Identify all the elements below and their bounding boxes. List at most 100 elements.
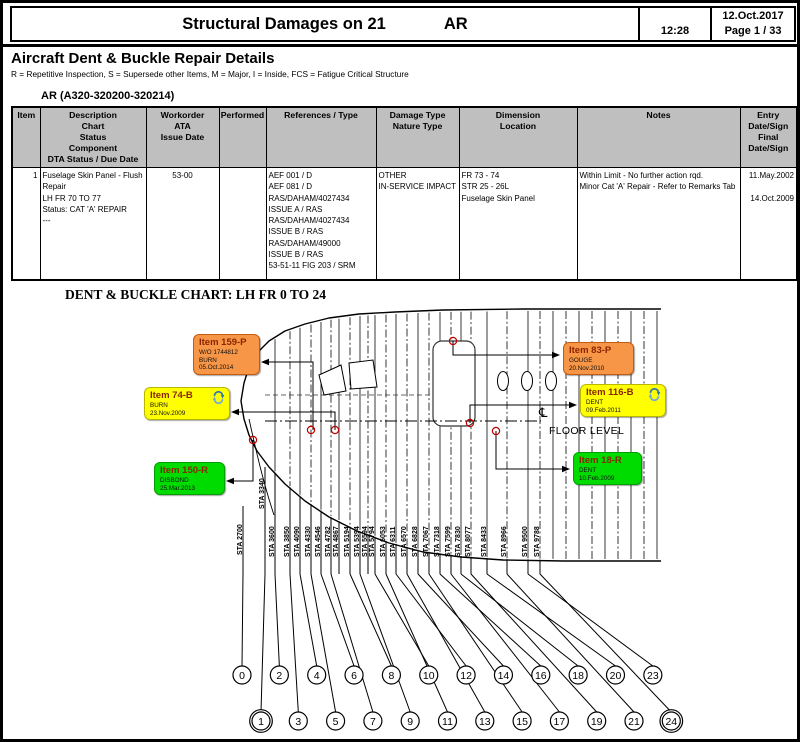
svg-text:14: 14 — [498, 670, 510, 682]
print-time: 12:28 — [660, 25, 690, 37]
svg-text:STA 7067: STA 7067 — [423, 526, 430, 557]
svg-text:STA 9788: STA 9788 — [534, 526, 541, 557]
svg-text:STA 6311: STA 6311 — [390, 527, 397, 557]
column-header-performed: Performed — [218, 106, 267, 168]
svg-text:STA 4546: STA 4546 — [315, 526, 322, 557]
fuselage-details — [318, 340, 557, 427]
cell-entry-dates: 11.May.2002 14.Oct.2009 — [739, 167, 797, 280]
item-label: Item 159-P — [199, 337, 247, 348]
svg-text:STA 3600: STA 3600 — [269, 526, 276, 557]
svg-text:STA 4090: STA 4090 — [294, 526, 301, 557]
fuselage-outline — [240, 308, 661, 562]
svg-text:STA 9500: STA 9500 — [522, 526, 529, 557]
item-label: Item 116-B — [586, 387, 634, 398]
svg-text:FLOOR LEVEL: FLOOR LEVEL — [549, 425, 624, 437]
svg-text:STA 6828: STA 6828 — [412, 526, 419, 557]
svg-text:15: 15 — [516, 716, 528, 728]
svg-text:24: 24 — [665, 716, 677, 728]
svg-text:0: 0 — [239, 670, 245, 682]
svg-text:10: 10 — [423, 670, 435, 682]
svg-text:23: 23 — [647, 670, 659, 682]
svg-text:STA 5394: STA 5394 — [354, 526, 361, 557]
cell-workorder: 53-00 — [145, 167, 220, 280]
svg-text:8: 8 — [388, 670, 394, 682]
refresh-icon[interactable] — [648, 387, 661, 402]
chart-title: DENT & BUCKLE CHART: LH FR 0 TO 24 — [65, 287, 327, 302]
refresh-icon[interactable] — [212, 390, 225, 405]
report-header: Structural Damages on 21 AR 12:28 12.Oct… — [10, 6, 796, 42]
aircraft-id: AR (A320-320200-320214) — [41, 90, 175, 102]
column-header-item: Item — [11, 106, 41, 168]
svg-text:℄: ℄ — [538, 406, 548, 421]
svg-text:2: 2 — [276, 670, 282, 682]
svg-text:19: 19 — [591, 716, 603, 728]
report-title-registration: AR — [443, 14, 468, 33]
cell-item-number: 1 — [11, 167, 41, 280]
svg-text:16: 16 — [535, 670, 547, 682]
svg-text:13: 13 — [479, 716, 491, 728]
report-title: Structural Damages on 21 — [182, 14, 386, 33]
cell-performed — [218, 167, 267, 280]
column-header-notes: Notes — [576, 106, 741, 168]
item-label: Item 83-P — [569, 345, 612, 356]
svg-text:7: 7 — [370, 716, 376, 728]
page-indicator: Page 1 / 33 — [724, 25, 782, 37]
header-time-cell: 12:28 — [638, 8, 710, 40]
svg-text:12: 12 — [460, 670, 472, 682]
svg-text:STA 5594: STA 5594 — [362, 526, 369, 557]
svg-text:STA 7599: STA 7599 — [445, 526, 452, 557]
svg-text:STA 8433: STA 8433 — [481, 526, 488, 557]
svg-text:5: 5 — [333, 716, 339, 728]
column-header-references: References / Type — [265, 106, 377, 168]
svg-text:STA 3340: STA 3340 — [259, 478, 266, 509]
section-title: Aircraft Dent & Buckle Repair Details — [11, 50, 275, 67]
item-label: Item 74-B — [150, 390, 193, 401]
damage-markers — [248, 336, 501, 445]
svg-text:11: 11 — [442, 716, 453, 728]
item-label: Item 150-R — [160, 465, 209, 476]
header-divider — [3, 44, 797, 47]
legend-text: R = Repetitive Inspection, S = Supersede… — [11, 69, 409, 79]
svg-text:STA 8077: STA 8077 — [465, 526, 472, 557]
svg-text:6: 6 — [351, 670, 357, 682]
fan-lines — [241, 573, 672, 713]
svg-text:STA 6570: STA 6570 — [401, 526, 408, 557]
header-date-cell: 12.Oct.2017 Page 1 / 33 — [710, 8, 794, 40]
print-date: 12.Oct.2017 — [722, 10, 784, 22]
svg-text:STA 4867: STA 4867 — [333, 526, 340, 557]
svg-text:STA 7318: STA 7318 — [434, 526, 441, 557]
svg-text:4: 4 — [314, 670, 320, 682]
svg-text:STA 6053: STA 6053 — [380, 526, 387, 557]
svg-text:9: 9 — [407, 716, 413, 728]
leader-lines — [226, 341, 577, 485]
svg-text:STA 7830: STA 7830 — [455, 526, 462, 557]
svg-text:STA 3850: STA 3850 — [284, 526, 291, 557]
svg-text:17: 17 — [554, 716, 566, 728]
svg-text:3: 3 — [295, 716, 301, 728]
